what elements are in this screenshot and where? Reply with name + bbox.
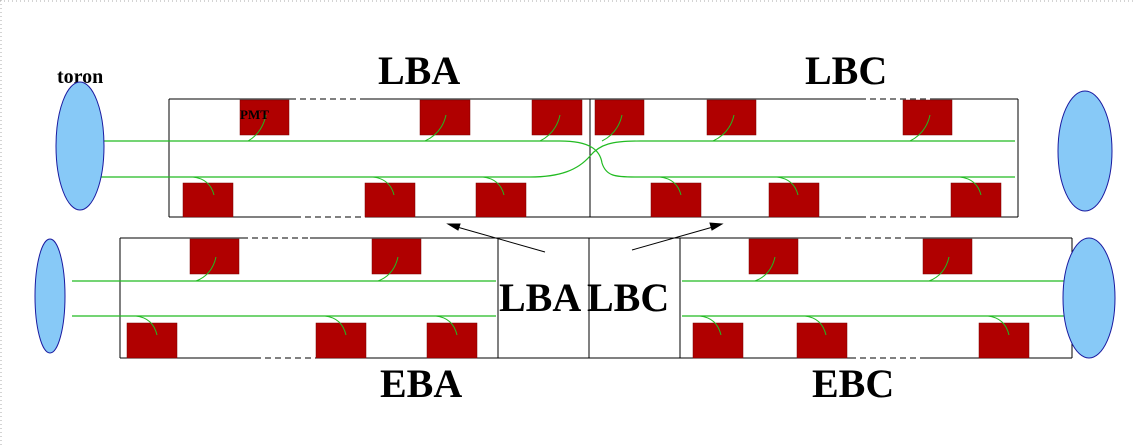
- pmt-block: [748, 238, 799, 275]
- long-barrel-outline: [168, 98, 1019, 218]
- pmt-block: [692, 322, 744, 359]
- pmt-block: [189, 238, 240, 275]
- eba-bottom-label: EBA: [380, 361, 462, 406]
- fiber-upper: [88, 140, 1015, 178]
- lbc-center-label: LBC: [587, 275, 669, 320]
- pmt-label: PMT: [240, 107, 269, 122]
- pointer-arrows: [446, 222, 724, 253]
- extended-barrel-pmts: [126, 238, 1030, 359]
- pmt-block: [706, 99, 757, 136]
- lba-top-label: LBA: [378, 48, 460, 93]
- pmt-block: [978, 322, 1030, 359]
- arrow-to-lbc: [631, 224, 721, 251]
- ebc-bottom-label: EBC: [812, 361, 894, 406]
- pmt-block: [426, 322, 478, 359]
- fiber-lower: [88, 140, 1015, 178]
- pmt-block: [902, 99, 953, 136]
- extended-barrels: [72, 237, 1085, 359]
- lba-center-label: LBA: [499, 275, 581, 320]
- pmt-block: [182, 182, 234, 218]
- toron-label: toron: [57, 66, 103, 88]
- extended-barrel-fibers: [72, 280, 1085, 317]
- pmt-block: [371, 238, 422, 275]
- pmt-block: [922, 238, 973, 275]
- arrowhead-lba: [446, 223, 461, 231]
- pmt-block: [950, 182, 1002, 218]
- lbc-top-label: LBC: [805, 48, 887, 93]
- toron-top-right: [1057, 90, 1113, 212]
- pmt-block: [531, 99, 583, 136]
- long-barrel-pmts: [182, 99, 1002, 218]
- pmt-block: [126, 322, 178, 359]
- pmt-block: [650, 182, 702, 218]
- pmt-block: [796, 322, 848, 359]
- pmt-block: [364, 182, 416, 218]
- long-barrel-fiber-curls: [192, 114, 982, 196]
- extended-barrel-outline: [119, 237, 1073, 359]
- pmt-block: [768, 182, 820, 218]
- pmt-block: [315, 322, 367, 359]
- pmt-block: [239, 99, 290, 136]
- long-barrel: PMT: [88, 98, 1019, 218]
- toron-top-left: [55, 81, 105, 211]
- toron-bottom-right: [1062, 237, 1116, 359]
- pmt-block: [594, 99, 645, 136]
- arrowhead-lbc: [709, 222, 724, 231]
- pmt-block: [475, 182, 527, 218]
- toron-bottom-left: [34, 238, 66, 354]
- long-barrel-fibers: [88, 140, 1015, 178]
- arrow-to-lba: [449, 224, 546, 253]
